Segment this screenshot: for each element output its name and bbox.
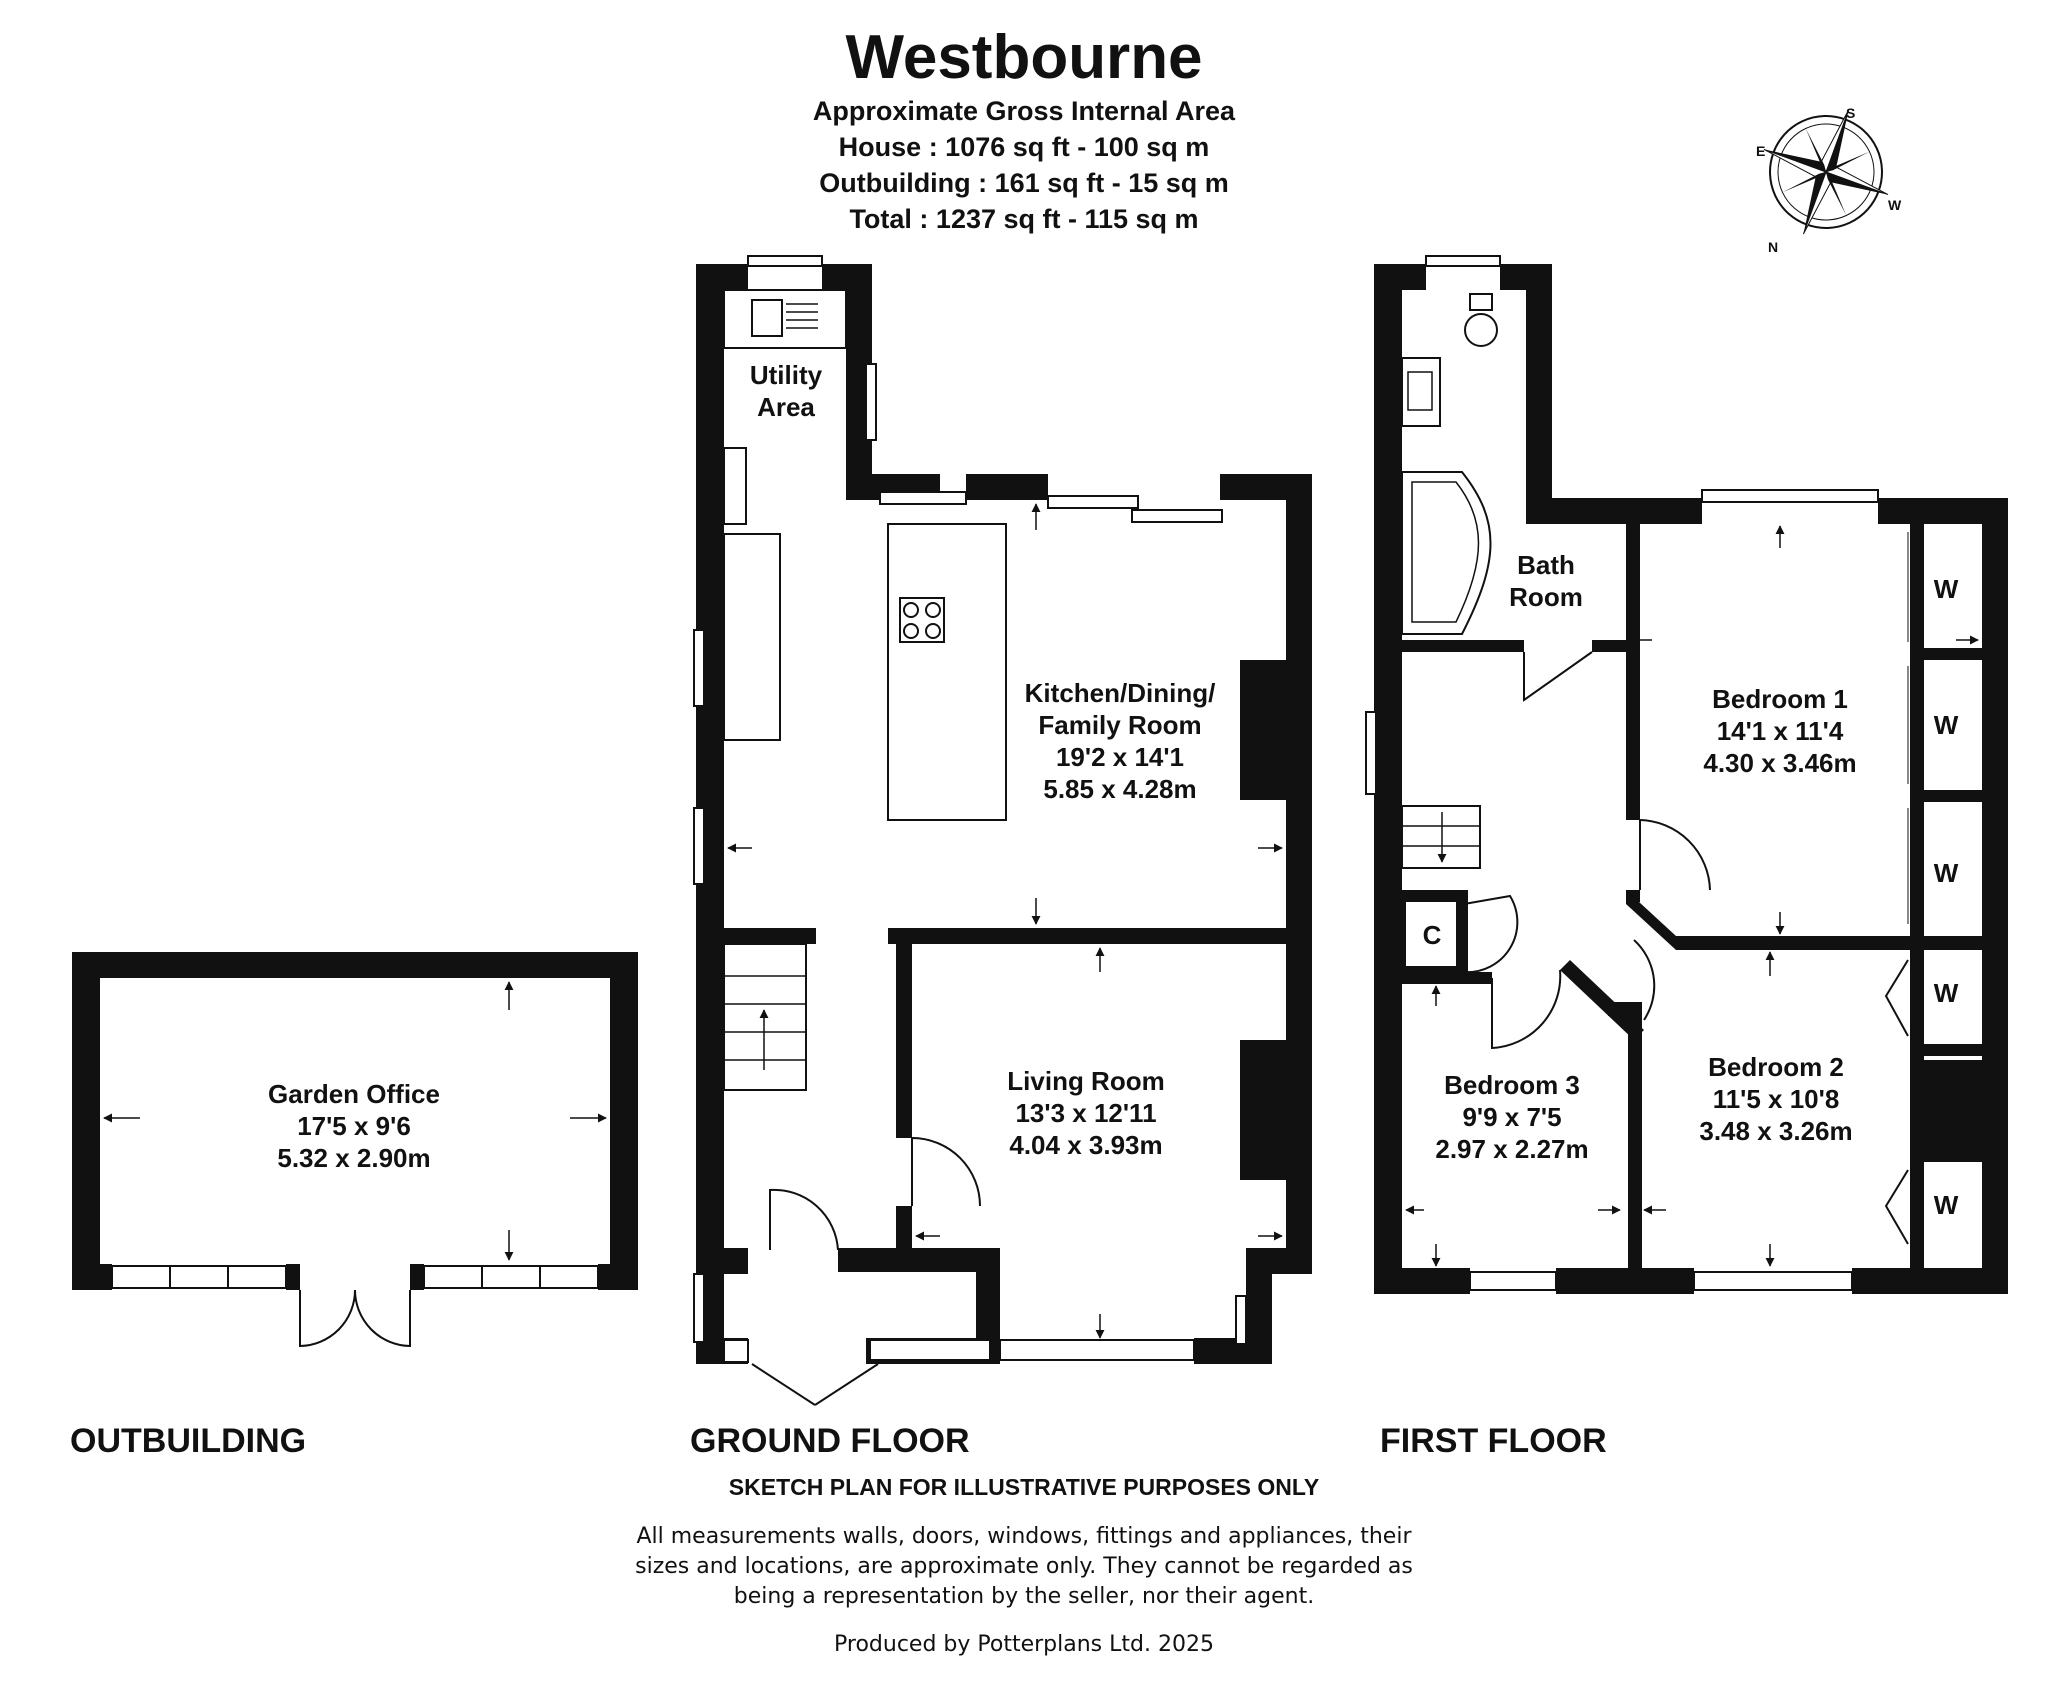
producer-credit: Produced by Potterplans Ltd. 2025 <box>834 1632 1214 1657</box>
compass-n: N <box>1768 239 1778 255</box>
first-floor-plan <box>1365 255 2008 1294</box>
utility-line2: Area <box>757 392 815 422</box>
wardrobe-label: W <box>1934 574 1959 604</box>
outbuilding-plan <box>72 952 638 1348</box>
compass-w: W <box>1888 197 1902 213</box>
section-label-outbuilding: OUTBUILDING <box>70 1422 307 1460</box>
kitchen-line2: Family Room <box>1038 710 1201 740</box>
compass-e: E <box>1756 143 1765 159</box>
compass-s: S <box>1846 105 1855 121</box>
living-metric: 4.04 x 3.93m <box>1009 1130 1162 1160</box>
section-label-first-floor: FIRST FLOOR <box>1380 1422 1607 1460</box>
area-outbuilding: Outbuilding : 161 sq ft - 15 sq m <box>819 168 1229 198</box>
page-title: Westbourne <box>845 23 1203 92</box>
kitchen-imperial: 19'2 x 14'1 <box>1056 742 1184 772</box>
utility-line1: Utility <box>750 360 823 390</box>
disclaimer-line: sizes and locations, are approximate onl… <box>635 1554 1413 1579</box>
bedroom3-metric: 2.97 x 2.27m <box>1435 1134 1588 1164</box>
wardrobe-label: W <box>1934 710 1959 740</box>
disclaimer-line: All measurements walls, doors, windows, … <box>636 1524 1412 1549</box>
cupboard-label: C <box>1423 920 1442 950</box>
ground-floor-plan <box>693 255 1312 1406</box>
bath-line2: Room <box>1509 582 1583 612</box>
area-total: Total : 1237 sq ft - 115 sq m <box>849 204 1199 234</box>
area-house: House : 1076 sq ft - 100 sq m <box>838 132 1210 162</box>
disclaimer-heading: SKETCH PLAN FOR ILLUSTRATIVE PURPOSES ON… <box>728 1474 1320 1500</box>
garden-office-name: Garden Office <box>268 1079 440 1109</box>
living-imperial: 13'3 x 12'11 <box>1015 1098 1156 1128</box>
wardrobe-label: W <box>1934 1190 1959 1220</box>
bedroom3-imperial: 9'9 x 7'5 <box>1462 1102 1561 1132</box>
living-name: Living Room <box>1007 1066 1164 1096</box>
kitchen-line1: Kitchen/Dining/ <box>1025 678 1216 708</box>
wardrobe-label: W <box>1934 858 1959 888</box>
bath-line1: Bath <box>1517 550 1575 580</box>
area-heading: Approximate Gross Internal Area <box>812 96 1236 126</box>
garden-office-metric: 5.32 x 2.90m <box>277 1143 430 1173</box>
disclaimer-line: being a representation by the seller, no… <box>733 1584 1315 1609</box>
bedroom3-name: Bedroom 3 <box>1444 1070 1580 1100</box>
section-label-ground-floor: GROUND FLOOR <box>690 1422 970 1460</box>
compass-rose-icon <box>1763 109 1889 235</box>
bedroom2-name: Bedroom 2 <box>1708 1052 1844 1082</box>
bedroom1-metric: 4.30 x 3.46m <box>1703 748 1856 778</box>
bedroom2-metric: 3.48 x 3.26m <box>1699 1116 1852 1146</box>
garden-office-imperial: 17'5 x 9'6 <box>297 1111 411 1141</box>
wardrobe-label: W <box>1934 978 1959 1008</box>
bedroom2-imperial: 11'5 x 10'8 <box>1713 1084 1840 1114</box>
bedroom1-name: Bedroom 1 <box>1712 684 1848 714</box>
kitchen-metric: 5.85 x 4.28m <box>1043 774 1196 804</box>
bedroom1-imperial: 14'1 x 11'4 <box>1717 716 1844 746</box>
